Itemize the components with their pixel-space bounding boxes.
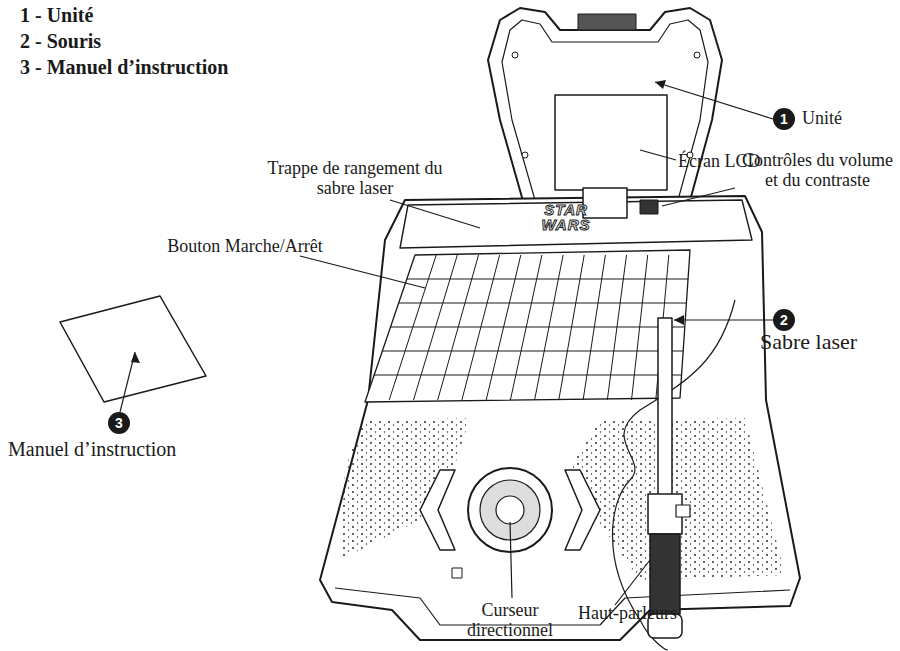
leader-line	[510, 522, 512, 598]
callout-number: 2	[773, 309, 795, 331]
saber-blade	[658, 318, 672, 496]
leader-line	[640, 150, 676, 160]
part-label: Haut-parleurs	[578, 603, 718, 623]
leader-line	[615, 560, 650, 605]
saber-switch	[676, 505, 690, 517]
lid-bezel	[502, 20, 708, 200]
saber-grip	[650, 534, 680, 614]
callout-number: 1	[773, 108, 795, 130]
volume-contrast-control	[640, 200, 658, 214]
callout-text: 2	[780, 312, 788, 328]
hinge	[583, 188, 627, 218]
leader-line	[662, 188, 735, 206]
speaker-grille	[340, 418, 470, 560]
mouse-cable	[613, 300, 736, 650]
part-label: Curseur directionnel	[455, 600, 565, 640]
laptop-base	[320, 196, 800, 640]
part-label: Unité	[802, 108, 897, 128]
instruction-booklet	[60, 296, 206, 402]
lid-vent	[578, 14, 636, 30]
parts-list-item: 2 - Souris	[20, 30, 320, 52]
lid-screw	[522, 152, 528, 158]
direction-pad-center	[496, 496, 524, 524]
arrow-head	[674, 315, 684, 325]
parts-list-item: 1 - Unité	[20, 4, 320, 26]
callout-text: 3	[115, 415, 123, 431]
logo-text: STAR WARS	[530, 202, 602, 232]
storage-hatch	[400, 200, 752, 248]
keyboard-grid	[374, 255, 689, 400]
laptop-lid	[488, 8, 722, 208]
lid-screw	[694, 52, 700, 58]
power-light	[452, 568, 462, 578]
lid-screw	[512, 52, 518, 58]
pad-wing	[420, 470, 455, 550]
base-front-edge	[335, 588, 790, 625]
pad-wing	[565, 470, 600, 550]
part-label: Bouton Marche/Arrêt	[150, 236, 340, 256]
leader-line	[300, 256, 425, 288]
leader-line	[674, 319, 773, 320]
arrow-head	[655, 80, 666, 89]
keyboard	[365, 250, 690, 402]
part-label: Trappe de rangement du sabre laser	[265, 158, 445, 198]
part-label: Manuel d’instruction	[8, 438, 238, 460]
part-label: Sabre laser	[760, 330, 890, 354]
lcd-screen	[555, 95, 667, 190]
callout-text: 1	[780, 111, 788, 127]
callout-number: 3	[108, 412, 130, 434]
leader-line	[390, 200, 480, 228]
arrow-head	[131, 352, 140, 363]
part-label: Contrôles du volume et du contraste	[735, 150, 900, 190]
parts-list-item: 3 - Manuel d’instruction	[20, 56, 320, 78]
leader-line	[655, 82, 773, 119]
